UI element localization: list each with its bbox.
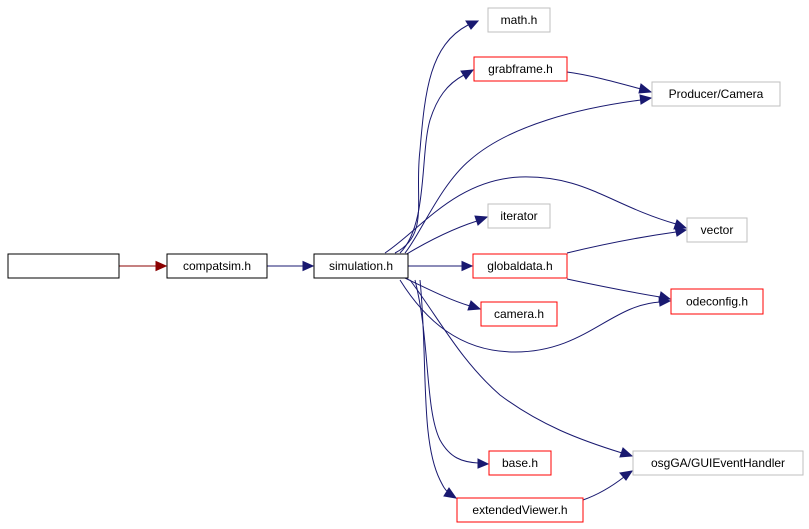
edge-arrowhead <box>461 260 474 272</box>
node-iterator[interactable]: iterator <box>487 203 551 229</box>
edge-arrowhead <box>465 20 480 30</box>
edge-simulation-h-to-producer-camera <box>404 99 642 254</box>
edge-arrowhead <box>638 83 653 94</box>
node-simulation-h[interactable]: simulation.h <box>313 253 409 279</box>
node-label: osgGA/GUIEventHandler <box>651 456 785 470</box>
node-label: camera.h <box>494 307 544 321</box>
node-label: odeconfig.h <box>686 295 748 309</box>
edge-arrowhead <box>619 470 634 481</box>
node-osgga-guieventhandler[interactable]: osgGA/GUIEventHandler <box>632 450 804 476</box>
edge-arrowhead <box>477 458 490 469</box>
edge-simulation-h-to-math-h <box>394 24 469 254</box>
node-compatsim-h[interactable]: compatsim.h <box>166 253 268 279</box>
node-label: math.h <box>501 13 538 27</box>
node-base-h[interactable]: base.h <box>488 450 552 476</box>
edge-arrowhead <box>674 226 688 237</box>
edge-simulation-h-to-iterator <box>404 220 478 256</box>
node-grabframe-h[interactable]: grabframe.h <box>473 56 568 82</box>
edge-arrowhead <box>302 260 315 272</box>
edge-simulation-h-to-camera-h <box>404 277 471 307</box>
node-label: extendedViewer.h <box>472 503 567 517</box>
edge-simulation-h-to-vector-arc <box>384 176 677 254</box>
edge-simulation-h-to-osgga-guieventhandler <box>409 279 623 454</box>
node-label: compatsim.cpp <box>23 259 104 273</box>
node-label: iterator <box>500 209 537 223</box>
node-vector[interactable]: vector <box>686 217 748 243</box>
edge-arrowhead <box>474 215 489 226</box>
edge-simulation-h-to-extendedviewer-h <box>419 279 449 493</box>
node-producer-camera[interactable]: Producer/Camera <box>651 81 781 107</box>
node-label: simulation.h <box>329 259 393 273</box>
node-label: compatsim.h <box>183 259 251 273</box>
node-math-h[interactable]: math.h <box>487 7 551 33</box>
edge-simulation-h-to-odeconfig-h <box>399 279 661 353</box>
node-label: Producer/Camera <box>669 87 764 101</box>
edge-simulation-h-to-grabframe-h <box>399 74 465 254</box>
node-label: vector <box>701 223 734 237</box>
node-label: grabframe.h <box>488 62 553 76</box>
edge-extendedviewer-h-to-osgga-guieventhandler <box>582 476 625 501</box>
edge-arrowhead <box>619 447 634 458</box>
graph-edges <box>119 20 688 501</box>
edge-arrowhead <box>460 69 475 80</box>
edge-arrowhead <box>467 300 482 311</box>
edge-arrowhead <box>658 296 672 307</box>
edge-arrowhead <box>155 260 168 272</box>
edge-globaldata-h-to-odeconfig-h <box>566 278 661 298</box>
graph-nodes: compatsim.cpp compatsim.h simulation.h m… <box>7 7 804 523</box>
node-odeconfig-h[interactable]: odeconfig.h <box>670 288 764 315</box>
node-globaldata-h[interactable]: globaldata.h <box>472 253 568 279</box>
edge-arrowhead <box>443 487 458 499</box>
node-label: globaldata.h <box>487 259 552 273</box>
edge-arrowhead <box>639 94 653 105</box>
edge-grabframe-h-to-producer-camera <box>566 71 642 90</box>
edge-globaldata-h-to-vector <box>566 231 677 254</box>
node-label: base.h <box>502 456 538 470</box>
node-camera-h[interactable]: camera.h <box>480 301 558 327</box>
node-compatsim-cpp[interactable]: compatsim.cpp <box>7 253 120 279</box>
node-extendedviewer-h[interactable]: extendedViewer.h <box>456 497 584 523</box>
